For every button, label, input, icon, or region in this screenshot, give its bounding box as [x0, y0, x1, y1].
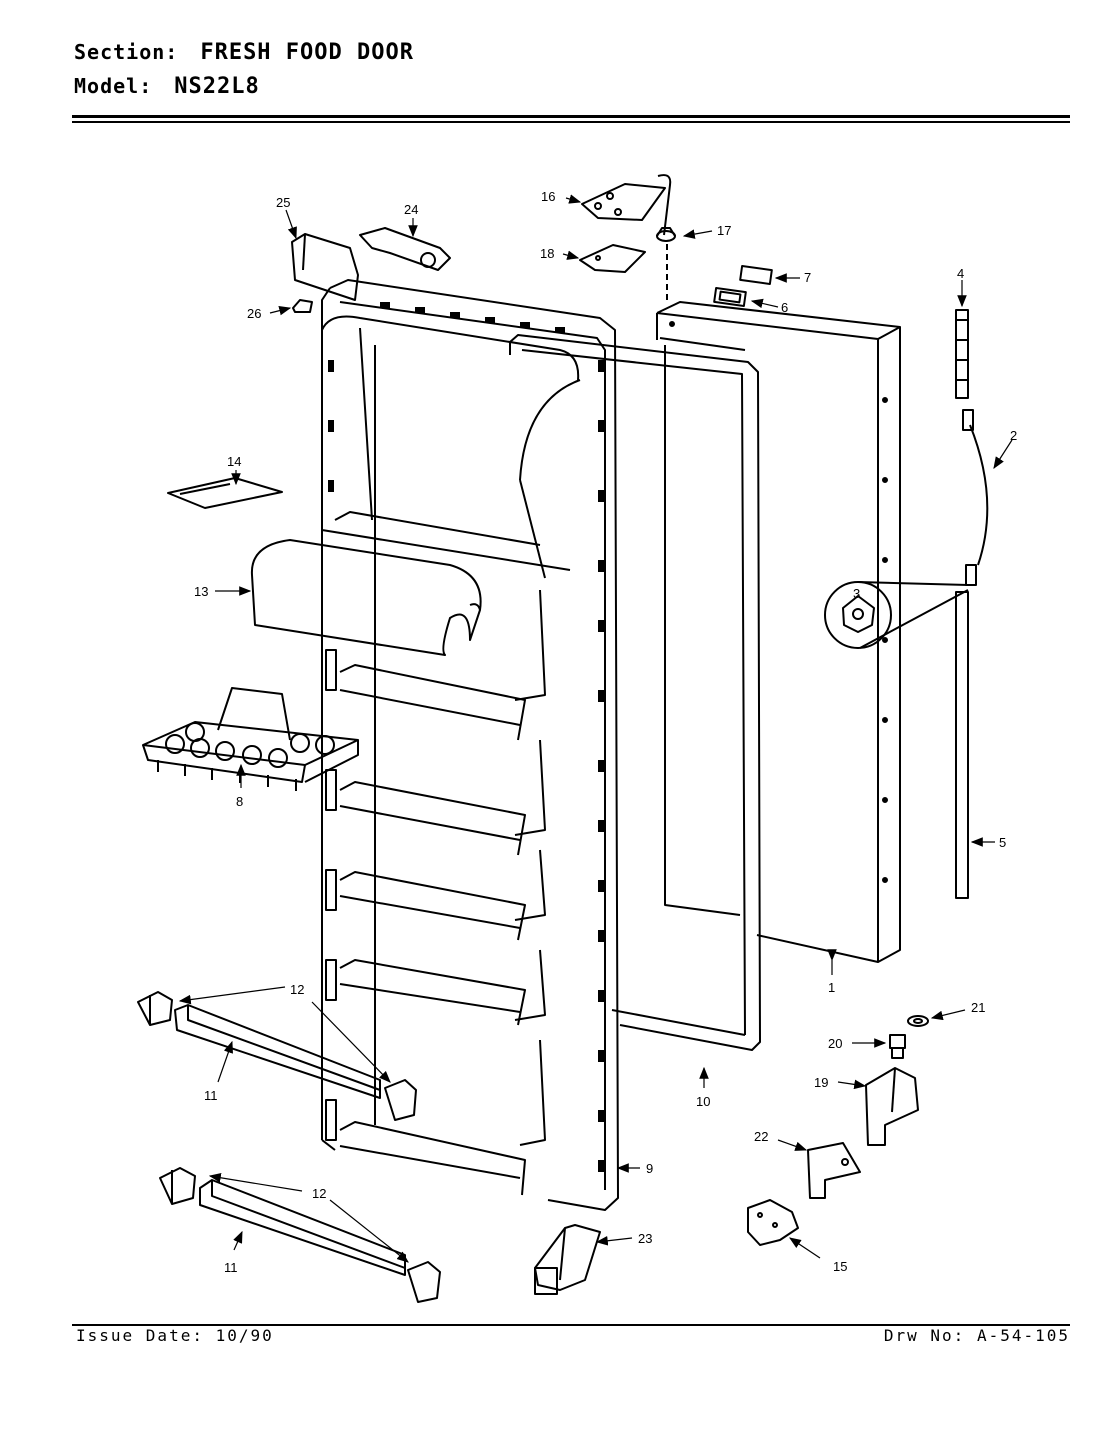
- leader-16: [565, 194, 582, 204]
- inner-door-liner: [321, 279, 619, 1211]
- leader-17: [682, 229, 713, 239]
- leader-26: [269, 305, 292, 316]
- washer-21: [907, 1015, 929, 1027]
- callout-11-lower: 11: [224, 1260, 238, 1275]
- egg-tray: [142, 687, 359, 791]
- leader-21: [930, 1009, 966, 1021]
- door-shelf-11-upper: [174, 1004, 381, 1099]
- callout-15: 15: [833, 1259, 847, 1274]
- leader-19: [837, 1079, 867, 1090]
- callout-12-lower: 12: [312, 1186, 326, 1201]
- clip-part-26: [292, 299, 313, 313]
- cover-part-14: [167, 477, 283, 509]
- callout-20: 20: [828, 1036, 842, 1051]
- section-header: Section: FRESH FOOD DOOR: [74, 40, 414, 65]
- bracket-15: [747, 1199, 799, 1246]
- callout-6: 6: [781, 300, 788, 315]
- callout-11-upper: 11: [204, 1088, 218, 1103]
- callout-21: 21: [971, 1000, 985, 1015]
- shelf-end-12-upper-right: [384, 1079, 417, 1121]
- screw-20: [889, 1034, 906, 1059]
- plate-22: [807, 1142, 861, 1199]
- leader-23: [595, 1236, 633, 1246]
- leader-12b: [311, 1001, 391, 1083]
- hinge-shim: [579, 244, 646, 273]
- model-header: Model: NS22L8: [74, 74, 260, 99]
- shelf-end-12-upper-left: [137, 991, 173, 1026]
- model-label: Model:: [74, 74, 153, 98]
- callout-5: 5: [999, 835, 1006, 850]
- callout-22: 22: [754, 1129, 768, 1144]
- leader-11-upper: [217, 1040, 233, 1083]
- callout-25: 25: [276, 195, 290, 210]
- door-handle-2: [962, 409, 989, 586]
- leader-2: [993, 439, 1013, 470]
- model-value: NS22L8: [174, 74, 260, 99]
- issue-date: Issue Date: 10/90: [76, 1326, 274, 1345]
- header-rule-thin: [72, 121, 1070, 123]
- callout-16: 16: [541, 189, 555, 204]
- callout-7: 7: [804, 270, 811, 285]
- handle-trim-5: [955, 591, 969, 899]
- section-value: FRESH FOOD DOOR: [200, 40, 415, 65]
- nut-detail: [824, 581, 969, 649]
- dairy-door: [250, 539, 482, 656]
- callout-13: 13: [194, 584, 208, 599]
- leader-12c: [208, 1173, 303, 1192]
- door-gasket: [509, 334, 761, 1051]
- callout-18: 18: [540, 246, 554, 261]
- callout-14: 14: [227, 454, 241, 469]
- callout-1: 1: [828, 980, 835, 995]
- callout-8: 8: [236, 794, 243, 809]
- callout-26: 26: [247, 306, 261, 321]
- switch-bracket-25: [291, 233, 359, 301]
- bracket-23: [534, 1224, 601, 1295]
- callout-19: 19: [814, 1075, 828, 1090]
- header-rule-thick: [72, 115, 1070, 118]
- shelf-end-12-lower-left: [159, 1167, 196, 1205]
- callout-10: 10: [696, 1094, 710, 1109]
- leader-12d: [329, 1199, 409, 1263]
- handle-cap-4: [955, 309, 969, 399]
- leader-lines: [178, 194, 1013, 1263]
- leader-11-lower: [233, 1230, 243, 1251]
- leader-18: [562, 250, 580, 260]
- section-label: Section:: [74, 40, 179, 64]
- leader-6: [750, 298, 779, 309]
- hinge-bushing: [656, 227, 676, 300]
- callout-17: 17: [717, 223, 731, 238]
- callout-9: 9: [646, 1161, 653, 1176]
- callout-3: 3: [853, 586, 860, 601]
- plug-part-7: [739, 264, 773, 286]
- leader-12a: [178, 986, 286, 1005]
- top-hinge: [581, 174, 672, 236]
- leader-15: [789, 1237, 821, 1259]
- liner-dots: [328, 302, 604, 1172]
- callout-2: 2: [1010, 428, 1017, 443]
- callout-23: 23: [638, 1231, 652, 1246]
- plug-part-6: [713, 286, 747, 308]
- outer-door-panel: [656, 301, 901, 963]
- switch-part-24: [359, 227, 451, 271]
- callout-24: 24: [404, 202, 418, 217]
- leader-25: [285, 209, 297, 240]
- footer-rule: [72, 1324, 1070, 1326]
- callout-12-upper: 12: [290, 982, 304, 997]
- lower-hinge-19: [865, 1067, 919, 1146]
- shelf-end-12-lower-right: [407, 1261, 441, 1303]
- callout-4: 4: [957, 266, 964, 281]
- leader-22: [777, 1139, 808, 1151]
- drawing-number: Drw No: A-54-105: [883, 1326, 1070, 1345]
- callout-labels: 1 2 3 4 5 6 7 8 9 10 11 11 12 12 13 14 1…: [194, 189, 1017, 1275]
